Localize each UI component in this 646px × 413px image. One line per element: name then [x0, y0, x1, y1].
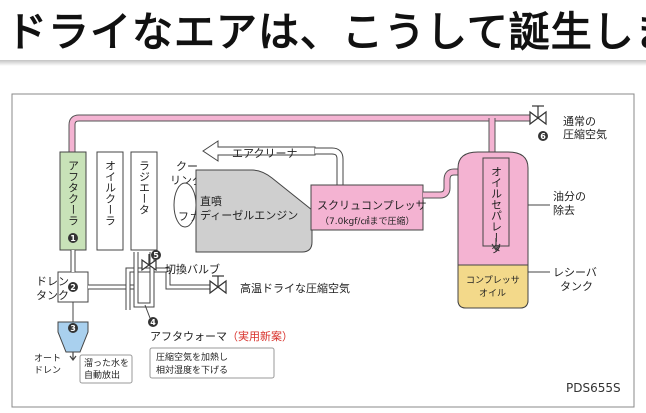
drain-tank-label-2: タンク: [36, 289, 69, 302]
number-4-text: 4: [150, 318, 156, 327]
afterwarmer-note-2: 相対湿度を下げる: [156, 364, 228, 376]
drain-note-label-1: 溜った水を: [84, 357, 129, 369]
air-cleaner-label: エアクリーナ: [232, 147, 297, 160]
afterwarmer-leader: [144, 304, 151, 319]
hot-dry-air-label: 高温ドライな圧縮空気: [240, 281, 350, 295]
receiver-label-1: レシーバ: [553, 266, 597, 279]
compressor-label: スクリュコンプレッサ: [317, 199, 427, 212]
number-6-badge: [538, 131, 548, 141]
radiator-label: ラジエータ: [138, 160, 151, 215]
separator-arrow-icon: [491, 238, 501, 252]
normal-air-label-2: 圧縮空気: [563, 127, 607, 141]
radiator-box: [130, 151, 158, 251]
auto-drain-label-2: ドレン: [34, 366, 61, 376]
aftercooler-label: アフタクーラ: [67, 160, 80, 226]
cooling-label-2: リング: [170, 173, 203, 187]
drain-note-label-2: 自動放出: [84, 369, 120, 381]
air-intake-pipe: [315, 148, 343, 185]
engine-label-1: 直噴: [200, 194, 222, 208]
valve-6-icon: [529, 105, 547, 126]
number-1-badge: [68, 233, 78, 243]
drain-note-box: [79, 354, 133, 384]
oilcooler-label: オイルクーラ: [104, 160, 117, 226]
number-5-text: 5: [153, 251, 159, 260]
number-4-badge: [148, 317, 158, 327]
engine-label-2: ディーゼルエンジン: [200, 208, 298, 222]
afterwarmer-pipe: [134, 252, 154, 307]
oilcooler-box: [96, 151, 124, 251]
receiver-label-2: タンク: [560, 280, 593, 293]
page-title: ドライなエアは、こうして誕生します。: [6, 8, 646, 56]
number-3-text: 3: [70, 324, 76, 333]
number-2-badge: [68, 282, 78, 292]
drain-tank-label-1: ドレン: [36, 275, 69, 288]
model-code: PDS655S: [566, 381, 621, 395]
drain-out-arrow-icon: [69, 352, 77, 361]
auto-drain-funnel: [57, 321, 89, 353]
separator-box: [482, 157, 510, 247]
output-valve-icon: [209, 275, 227, 295]
afterwarmer-badge: （実用新案）: [227, 329, 293, 343]
compressor-oil-area: [457, 264, 529, 309]
compressor-box: [310, 184, 424, 231]
switch-valve-label: 切換バルブ: [165, 262, 220, 276]
afterwarmer-label: アフタウォーマ: [150, 330, 227, 343]
afterwarmer-note-box: [149, 347, 275, 379]
oil-removal-label-2: 除去: [553, 203, 575, 217]
number-1-text: 1: [70, 234, 76, 243]
comp-oil-label-2: オイル: [479, 288, 506, 299]
number-2-text: 2: [70, 283, 76, 292]
number-6-text: 6: [540, 132, 546, 141]
number-3-badge: [68, 323, 78, 333]
normal-air-label-1: 通常の: [563, 115, 596, 128]
oil-removal-label-1: 油分の: [553, 189, 586, 203]
number-5-badge: [151, 250, 161, 260]
separator-label: オイルセパレータ: [490, 166, 503, 254]
comp-sep-pipe: [423, 169, 460, 198]
dry-pipe-b: [126, 268, 210, 310]
afterwarmer-note-1: 圧縮空気を加熱し: [156, 351, 228, 363]
cooling-label-1: クー: [176, 160, 198, 173]
top-pipe: [69, 115, 530, 152]
comp-oil-label-1: コンプレッサ: [466, 275, 520, 286]
title-shadow: [0, 60, 646, 66]
auto-drain-label-1: オート: [34, 353, 61, 364]
compressor-note: （7.0kgf/㎠まで圧縮）: [320, 215, 414, 227]
